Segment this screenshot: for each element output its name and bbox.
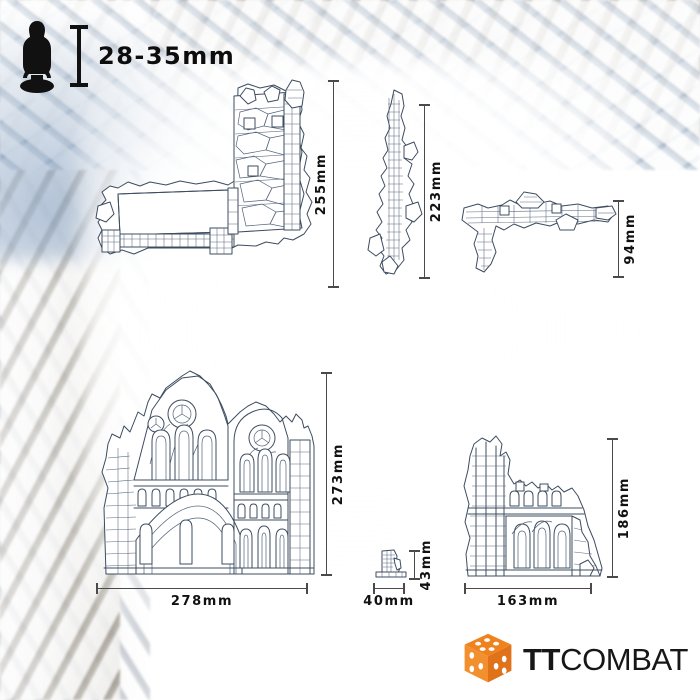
- narrow-side-profile: [367, 88, 426, 278]
- dimension-narrow-profile-height: 223mm: [419, 104, 444, 279]
- orange-dice-icon: [464, 633, 512, 683]
- dimension-ruin-wing-width: 163mm: [464, 583, 592, 609]
- ttcombat-logo: TTCOMBAT: [461, 632, 688, 686]
- small-buttress-piece: [374, 548, 408, 578]
- scale-reference-label: 28-35mm: [98, 42, 236, 70]
- dimension-facade-width: 278mm: [96, 583, 308, 609]
- dimension-small-piece-width: 40mm: [363, 583, 413, 609]
- miniature-figure-silhouette-icon: [20, 21, 54, 93]
- brand-wordmark: TTCOMBAT: [523, 644, 688, 675]
- scale-reference: 28-35mm: [14, 18, 235, 94]
- height-gauge-icon: [70, 25, 88, 87]
- dimension-small-piece-height: 43mm: [409, 539, 434, 591]
- ruined-wing-section: [462, 434, 607, 582]
- l-shaped-side-profile: [458, 191, 618, 277]
- brand-regular-text: COMBAT: [560, 641, 688, 677]
- gothic-cathedral-facade: [90, 368, 330, 593]
- dimension-top-plan-height: 255mm: [314, 80, 339, 288]
- dimension-ruin-wing-height: 186mm: [607, 438, 632, 578]
- brand-bold-text: TT: [523, 641, 561, 677]
- cathedral-floor-plan-top-view: [88, 79, 333, 292]
- dimension-facade-height: 273mm: [321, 372, 346, 576]
- dimension-l-profile-height: 94mm: [613, 200, 638, 278]
